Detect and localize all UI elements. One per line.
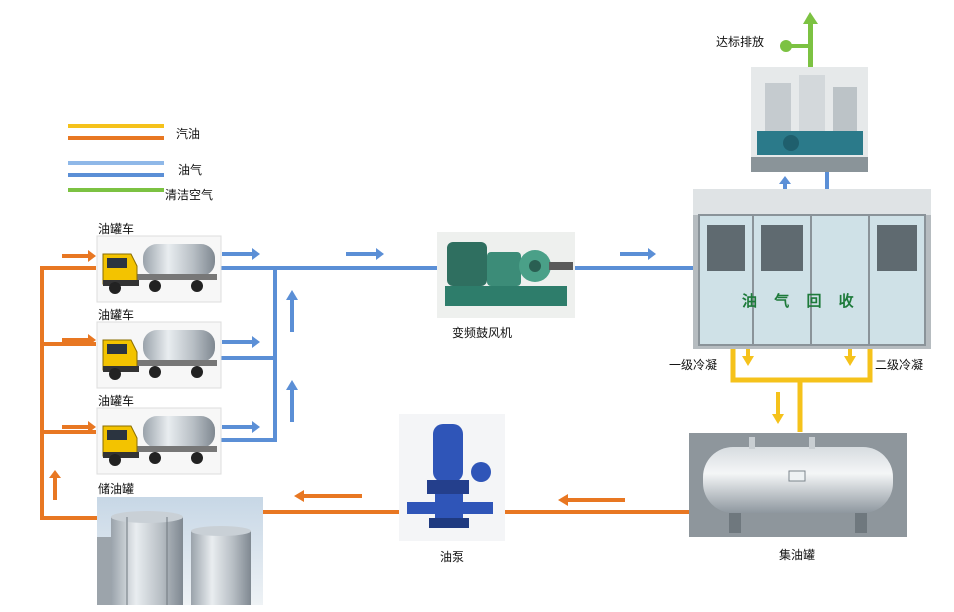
legend-vapor-label: 油气 xyxy=(178,163,203,177)
arrow-right-icon xyxy=(222,336,260,348)
arrow-down-icon xyxy=(844,338,856,366)
tanker-2-label: 油罐车 xyxy=(98,308,135,322)
legend-gasoline-line-bottom xyxy=(68,136,164,140)
arrow-right-icon xyxy=(62,421,96,433)
arrow-right-icon xyxy=(222,248,260,260)
arrow-down-icon xyxy=(772,392,784,424)
compliant-discharge-label: 达标排放 xyxy=(716,35,765,49)
arrow-up-icon xyxy=(49,470,61,500)
legend-clean-air-label: 清洁空气 xyxy=(165,188,214,202)
storage-tank-image xyxy=(97,497,263,605)
legend-clean-air-line xyxy=(68,188,164,192)
vapor-pipes xyxy=(220,172,829,442)
arrow-up-icon xyxy=(286,290,298,332)
oil-pump-label: 油泵 xyxy=(440,550,465,564)
condensate-arrows xyxy=(742,338,856,424)
arrow-down-icon xyxy=(742,338,754,366)
treatment-unit-image xyxy=(751,67,868,172)
arrow-right-icon xyxy=(62,334,96,346)
recovery-unit-image xyxy=(693,189,931,349)
legend-vapor-line-bottom xyxy=(68,173,164,177)
gasoline-flow-arrows xyxy=(49,250,625,506)
arrow-up-icon xyxy=(286,380,298,422)
oil-collection-tank-image xyxy=(689,433,907,537)
legend xyxy=(68,124,164,192)
clean-air-outlet xyxy=(780,12,818,68)
recovery-unit-sign: 油 气 回 收 xyxy=(742,292,860,310)
tanker-truck-2 xyxy=(96,321,222,389)
gasoline-return-pipes xyxy=(40,266,690,520)
tanker-3-label: 油罐车 xyxy=(98,394,135,408)
secondary-condensation-label: 二级冷凝 xyxy=(875,358,924,372)
arrow-up-icon xyxy=(803,12,818,24)
arrow-right-icon xyxy=(346,248,384,260)
arrow-right-icon xyxy=(620,248,656,260)
primary-condensation-label: 一级冷凝 xyxy=(669,358,718,372)
oil-pump-image xyxy=(399,414,505,541)
arrow-left-icon xyxy=(294,490,362,502)
storage-tank-label: 储油罐 xyxy=(98,482,135,496)
legend-gasoline-line-top xyxy=(68,124,164,128)
legend-vapor-line-top xyxy=(68,161,164,165)
legend-gasoline-label: 汽油 xyxy=(176,127,201,141)
tanker-truck-1 xyxy=(96,235,222,303)
oil-collection-tank-label: 集油罐 xyxy=(779,548,816,562)
arrow-right-icon xyxy=(222,421,260,433)
arrow-right-icon xyxy=(62,250,96,262)
blower-image xyxy=(437,232,575,318)
tanker-1-label: 油罐车 xyxy=(98,222,135,236)
condensate-pipes xyxy=(730,326,873,432)
blower-label: 变频鼓风机 xyxy=(452,326,513,340)
arrow-left-icon xyxy=(558,494,625,506)
tanker-truck-3 xyxy=(96,407,222,475)
